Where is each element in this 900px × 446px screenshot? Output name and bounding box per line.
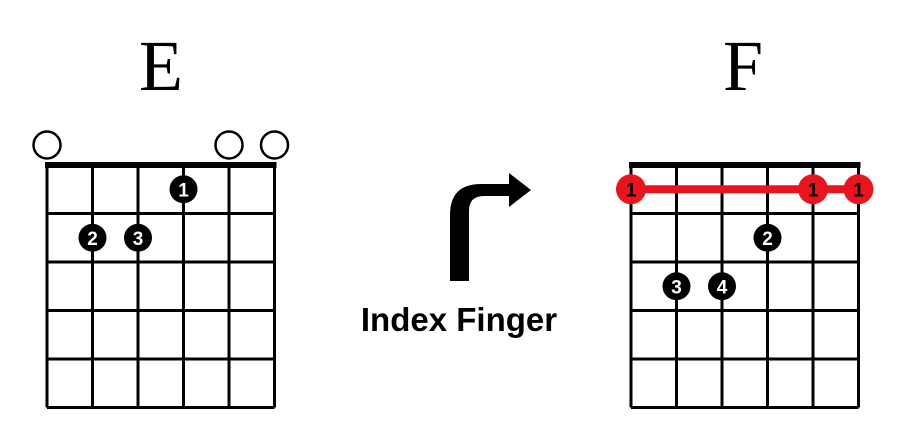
- f-chord-diagram: F 1 1 1 2 3 4: [616, 26, 874, 409]
- f-barre: 1 1 1: [616, 174, 874, 205]
- barre-dot: [843, 174, 874, 205]
- barre-dot: [616, 174, 646, 205]
- chord-title-e: E: [139, 26, 183, 106]
- index-finger-caption: Index Finger: [361, 301, 557, 338]
- finger-marker: 4: [708, 272, 736, 301]
- finger-dot: [78, 223, 107, 252]
- barre-marker: 1: [798, 174, 828, 205]
- open-string-marker: [259, 130, 290, 160]
- e-finger-markers: 1 2 3: [78, 175, 198, 252]
- finger-number: 4: [717, 277, 728, 298]
- open-string-marker: [214, 130, 244, 160]
- e-fretboard-grid: [45, 162, 277, 409]
- finger-number: 3: [671, 277, 682, 298]
- barre-dot: [798, 174, 828, 205]
- barre-number: 1: [808, 180, 819, 201]
- finger-dot: [124, 223, 152, 252]
- finger-dot: [753, 223, 782, 252]
- e-open-string-markers: [32, 130, 290, 160]
- finger-marker: 3: [662, 272, 691, 301]
- finger-number: 1: [178, 180, 189, 201]
- barre-marker: 1: [616, 174, 646, 205]
- finger-dot: [708, 272, 736, 301]
- finger-number: 2: [762, 229, 773, 250]
- curved-arrow-icon: [450, 173, 531, 281]
- finger-marker: 3: [124, 223, 152, 252]
- finger-marker: 2: [753, 223, 782, 252]
- e-chord-diagram: E 1 2 3: [32, 26, 290, 409]
- barre-number: 1: [853, 180, 864, 201]
- finger-number: 3: [133, 229, 144, 250]
- barre-marker: 1: [843, 174, 874, 205]
- finger-number: 2: [87, 229, 98, 250]
- finger-dot: [662, 272, 691, 301]
- open-string-marker: [32, 130, 62, 160]
- barre-number: 1: [626, 180, 637, 201]
- chord-title-f: F: [723, 26, 763, 106]
- f-finger-markers: 2 3 4: [662, 223, 782, 301]
- finger-marker: 1: [169, 175, 198, 204]
- finger-marker: 2: [78, 223, 107, 252]
- finger-dot: [169, 175, 198, 204]
- transition-arrow: Index Finger: [361, 173, 557, 338]
